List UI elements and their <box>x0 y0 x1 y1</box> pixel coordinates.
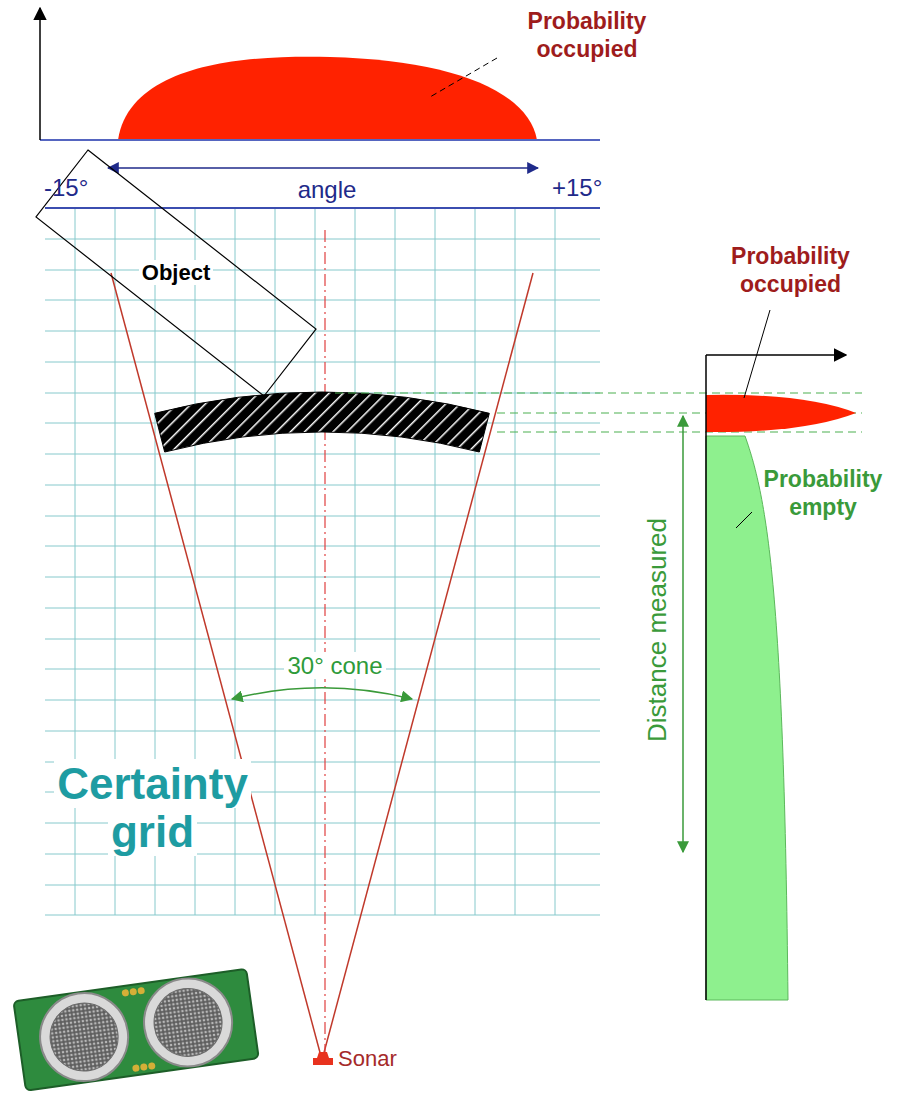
leader-line <box>744 310 770 398</box>
grid <box>395 208 396 915</box>
axis-label: Probability occupied <box>731 243 850 297</box>
sensor-photo <box>132 1064 140 1072</box>
sensor-photo <box>121 989 129 997</box>
plot-axis <box>706 354 846 356</box>
cone-angle-arc <box>232 688 412 699</box>
grid <box>435 208 436 915</box>
occupied-curve <box>706 395 856 432</box>
grid <box>555 208 556 915</box>
sensor-label-wrap: Sonar <box>338 1046 397 1071</box>
sonar-cone <box>111 230 533 1060</box>
sensor-photo <box>34 987 133 1086</box>
plot-axis <box>705 355 707 1000</box>
sonar-symbol <box>313 1052 333 1065</box>
axis-label-wrap: Distance measured <box>641 505 673 755</box>
sensor-photo <box>140 1063 148 1071</box>
angle-value: +15° <box>552 174 602 201</box>
plot-axis <box>40 139 600 141</box>
grid <box>515 208 516 915</box>
grid <box>45 270 600 271</box>
grid-top-line <box>45 207 600 209</box>
grid <box>315 208 316 915</box>
box-label: Object <box>139 260 213 285</box>
grid-title-wrap: Certainty grid <box>20 760 285 855</box>
grid <box>235 208 236 915</box>
grid <box>275 208 276 915</box>
sensor-photo <box>13 969 258 1091</box>
range-lines <box>497 431 862 432</box>
sensor-photo <box>148 1062 156 1070</box>
axis-label-wrap: angle <box>267 176 387 204</box>
grid <box>45 516 600 517</box>
axis-label-wrap: Probability occupied <box>497 8 677 63</box>
distance-arrow <box>682 416 684 852</box>
plot-axis <box>39 8 41 140</box>
grid <box>45 362 600 363</box>
grid <box>45 485 600 486</box>
grid <box>45 208 600 915</box>
leader-line <box>736 512 752 528</box>
sonar-symbol <box>317 1052 329 1058</box>
angle-plot <box>40 8 600 168</box>
sensor-photo <box>138 973 237 1072</box>
axis-label-wrap: Probability empty <box>738 466 908 521</box>
grid-title: Certainty grid <box>54 759 251 856</box>
sensor-photo <box>150 984 227 1061</box>
axis-label: angle <box>298 176 357 203</box>
axis-label: Probability occupied <box>528 8 647 62</box>
occupied-curve <box>118 57 537 140</box>
grid <box>45 454 600 455</box>
cone-axis <box>324 230 325 1056</box>
angle-value: -15° <box>44 174 88 201</box>
axis-label: Distance measured <box>642 518 672 742</box>
axis-label-wrap: Probability occupied <box>703 243 878 298</box>
angle-label: 30° cone <box>284 652 385 679</box>
grid <box>355 208 356 915</box>
angle-value-wrap: +15° <box>552 174 602 202</box>
measured-arc <box>155 392 490 452</box>
axis-label: Probability empty <box>764 466 883 520</box>
grid <box>45 700 600 701</box>
grid <box>45 608 600 609</box>
empty-curve <box>706 436 788 1000</box>
grid <box>45 577 600 578</box>
grid <box>45 239 600 240</box>
box-outline <box>36 150 316 396</box>
sensor-photo <box>129 988 137 996</box>
sonar-symbol <box>313 1058 333 1065</box>
angle-arrow <box>108 167 538 169</box>
grid <box>45 915 600 916</box>
grid <box>45 639 600 640</box>
angle-value-wrap: -15° <box>44 174 88 202</box>
grid <box>75 208 76 915</box>
sensor-label: Sonar <box>338 1046 397 1071</box>
range-lines <box>335 392 862 393</box>
leader-line <box>430 58 497 97</box>
grid <box>45 546 600 547</box>
sensor-photo <box>13 969 258 1091</box>
sensor-photo <box>46 999 123 1076</box>
range-plot <box>683 310 856 1000</box>
grid <box>45 885 600 886</box>
box-label-wrap: Object <box>139 260 213 286</box>
range-lines <box>335 393 862 432</box>
grid <box>475 208 476 915</box>
grid <box>45 300 600 301</box>
grid <box>45 731 600 732</box>
angle-label-wrap: 30° cone <box>255 652 415 680</box>
sensor-photo <box>137 987 145 995</box>
